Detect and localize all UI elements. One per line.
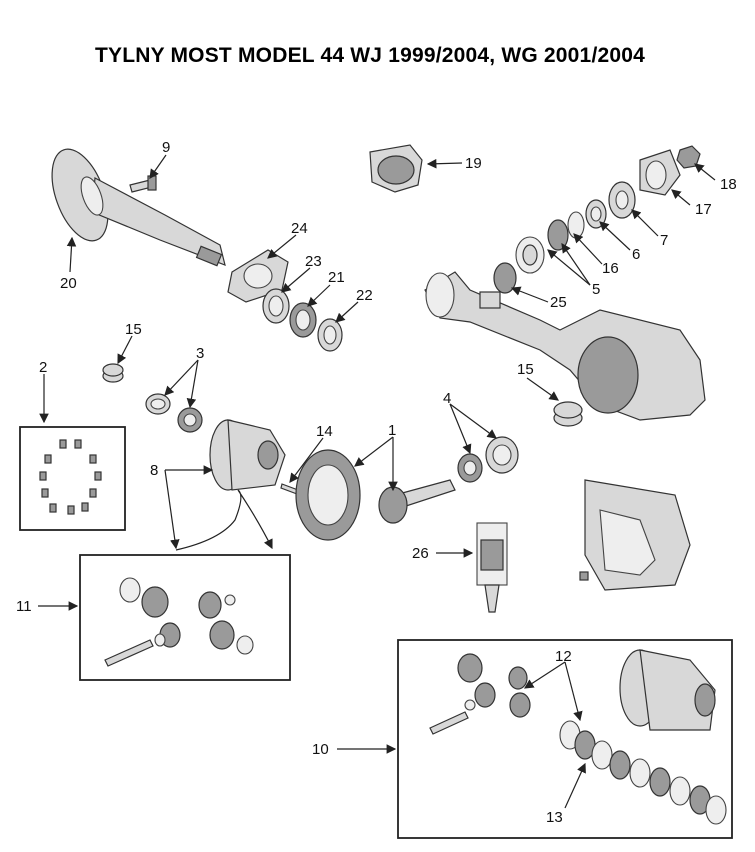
stud-bolt-part [129, 175, 157, 193]
sealant-tube-part [476, 522, 508, 613]
callout-22: 22 [356, 287, 373, 304]
callout-2: 2 [39, 359, 47, 376]
callout-10: 10 [312, 741, 329, 758]
callout-15-right: 15 [517, 361, 534, 378]
callout-17: 17 [695, 201, 712, 218]
callout-9: 9 [162, 139, 170, 156]
collapsible-spacer-part [493, 262, 517, 294]
shim-washer-part [567, 211, 585, 239]
slinger-part [585, 199, 607, 229]
limited-slip-case-part [619, 649, 716, 731]
callout-20: 20 [60, 275, 77, 292]
callout-26: 26 [412, 545, 429, 562]
callout-14: 14 [316, 423, 333, 440]
outer-pinion-bearing-part [515, 219, 569, 274]
callout-11: 11 [16, 598, 32, 615]
callout-12: 12 [555, 648, 572, 665]
jounce-bumper-right-part [553, 401, 583, 427]
side-bearing-cone-part [177, 407, 203, 433]
bearing-23-part [262, 288, 290, 324]
diagram-title: TYLNY MOST MODEL 44 WJ 1999/2004, WG 200… [95, 44, 645, 67]
callout-21: 21 [328, 269, 345, 286]
callout-13: 13 [546, 809, 563, 826]
seal-22-part [317, 318, 343, 352]
callout-25: 25 [550, 294, 567, 311]
callout-8: 8 [150, 462, 158, 479]
callout-15-left: 15 [125, 321, 142, 338]
callout-18: 18 [720, 176, 737, 193]
limited-slip-gears-part [429, 653, 531, 735]
callout-24: 24 [291, 220, 308, 237]
standard-diff-gears-part [104, 577, 254, 667]
callout-3: 3 [196, 345, 204, 362]
standard-diff-inset-box [79, 554, 291, 681]
jounce-bumper-left-part [102, 363, 124, 383]
side-bearing-cup-part [145, 393, 171, 415]
callout-1: 1 [388, 422, 396, 439]
differential-case-part [209, 419, 286, 491]
bolts-inset-box [19, 426, 126, 531]
limited-slip-inset-box [397, 639, 733, 839]
callout-23: 23 [305, 253, 322, 270]
axle-housing-part [424, 271, 706, 421]
axle-shaft-part [51, 148, 226, 267]
pinion-seal-part [608, 181, 636, 219]
callout-4: 4 [443, 390, 451, 407]
ring-gear-part [295, 449, 361, 541]
callout-19: 19 [465, 155, 482, 172]
callout-7: 7 [660, 232, 668, 249]
tone-ring-part [369, 144, 423, 193]
clutch-plates-part [559, 720, 727, 825]
callout-6: 6 [632, 246, 640, 263]
bearing-21-part [289, 302, 317, 338]
pinion-yoke-part [639, 149, 681, 196]
ring-gear-bolts-part [39, 439, 102, 515]
differential-cover-part [579, 479, 691, 591]
callout-16: 16 [602, 260, 619, 277]
inner-pinion-bearing-part [457, 436, 519, 483]
callout-5: 5 [592, 281, 600, 298]
pinion-gear-part [378, 479, 456, 524]
